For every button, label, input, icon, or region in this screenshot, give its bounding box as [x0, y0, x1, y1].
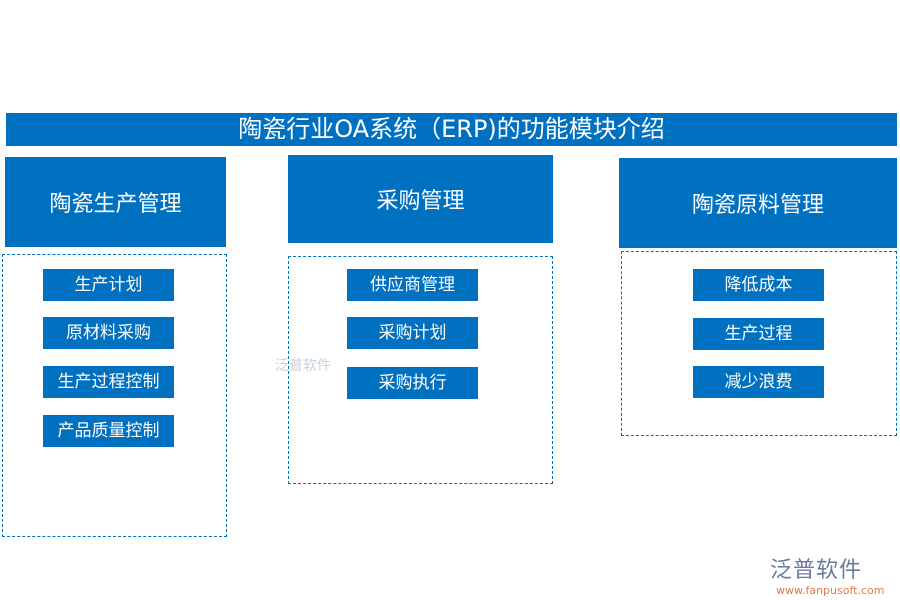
- item: 生产过程控制: [43, 366, 174, 398]
- item: 产品质量控制: [43, 415, 174, 447]
- item: 降低成本: [693, 269, 824, 301]
- module-box-production: [2, 254, 227, 537]
- page-title: 陶瓷行业OA系统（ERP)的功能模块介绍: [6, 113, 897, 146]
- logo-name: 泛普软件: [770, 558, 863, 583]
- module-header-materials: 陶瓷原料管理: [619, 158, 897, 248]
- item: 原材料采购: [43, 317, 174, 349]
- item: 减少浪费: [693, 366, 824, 398]
- module-box-purchasing: [288, 256, 553, 484]
- item: 采购执行: [347, 367, 478, 399]
- logo-url: www.fanpusoft.com: [776, 584, 885, 597]
- module-header-production: 陶瓷生产管理: [5, 157, 226, 247]
- item: 采购计划: [347, 317, 478, 349]
- item: 供应商管理: [347, 269, 478, 301]
- watermark: 泛普软件: [275, 358, 331, 374]
- module-header-purchasing: 采购管理: [288, 155, 553, 243]
- item: 生产过程: [693, 318, 824, 350]
- item: 生产计划: [43, 269, 174, 301]
- logo: 泛普软件 www.fanpusoft.com: [770, 552, 884, 597]
- module-box-materials: [621, 251, 897, 436]
